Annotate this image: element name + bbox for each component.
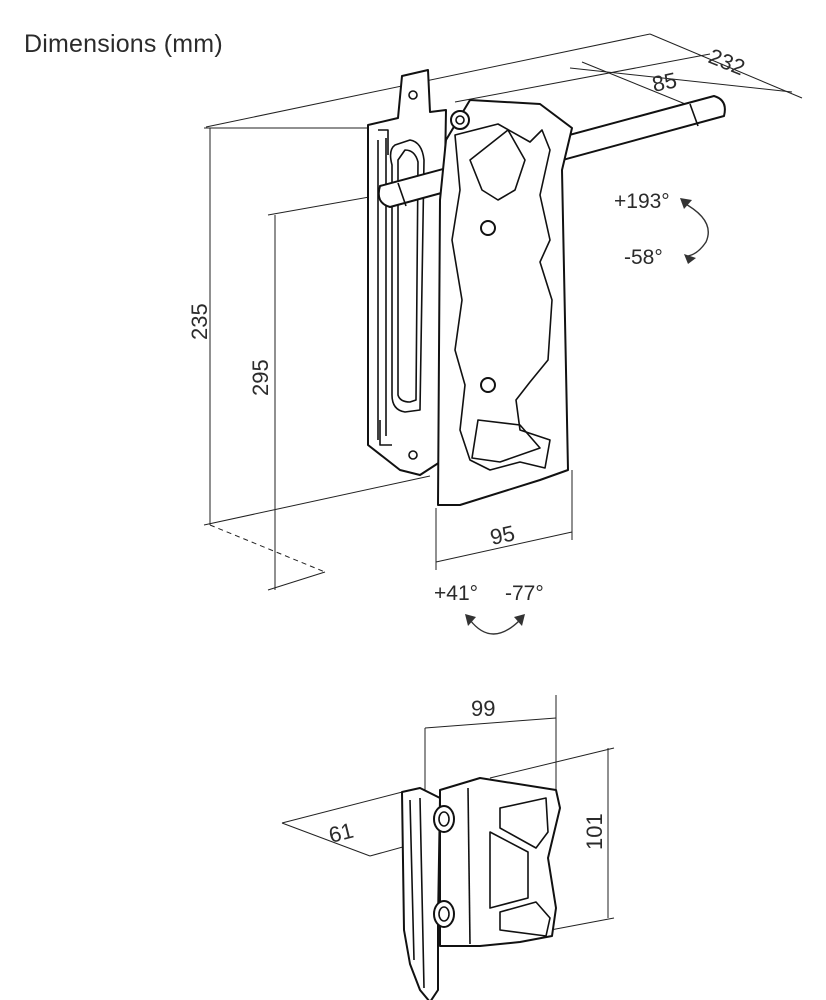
dim-99-label: 99 [471,696,495,721]
swivel-rotation-arrow [465,614,525,635]
tilt-up-label: +193° [614,190,670,213]
dim-101-label: 101 [582,813,607,850]
swivel-right-label: -77° [505,582,544,605]
dim-295-label: 295 [248,359,273,396]
dim-61-label: 61 [326,818,356,848]
tilt-down-label: -58° [624,246,663,269]
diagram-title: Dimensions (mm) [24,30,223,58]
bracket-side-view [367,69,726,506]
dim-85-label: 85 [650,67,679,97]
dim-232-label: 232 [705,43,748,80]
tilt-rotation-arrow [680,198,709,264]
dim-235-label: 235 [187,303,212,340]
swivel-left-label: +41° [434,582,478,605]
bracket-top-view [401,777,561,1000]
dim-95-label: 95 [488,520,517,550]
